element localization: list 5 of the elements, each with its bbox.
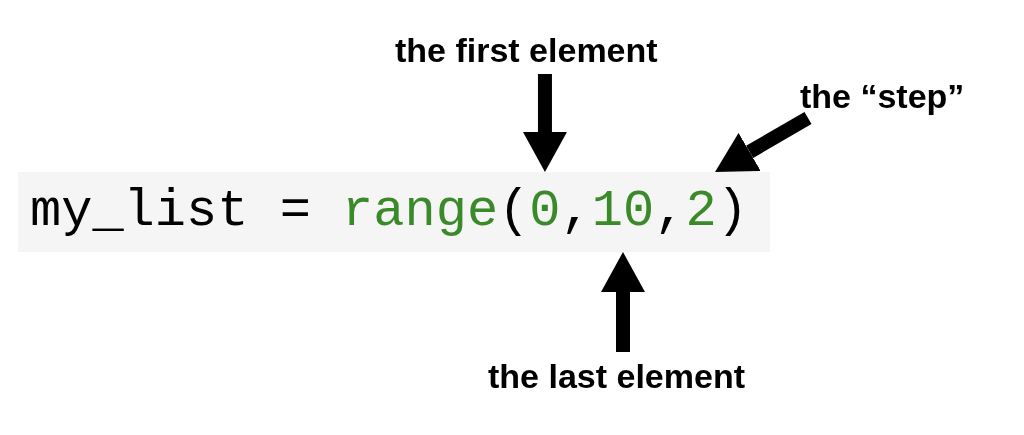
annotation-label: the last element [488, 356, 745, 396]
code-block [18, 172, 770, 252]
code-line: my_list = range(0,10,2) [30, 181, 748, 243]
annotation-label: the “step” [800, 76, 965, 116]
annotation-label: the first element [395, 30, 658, 70]
